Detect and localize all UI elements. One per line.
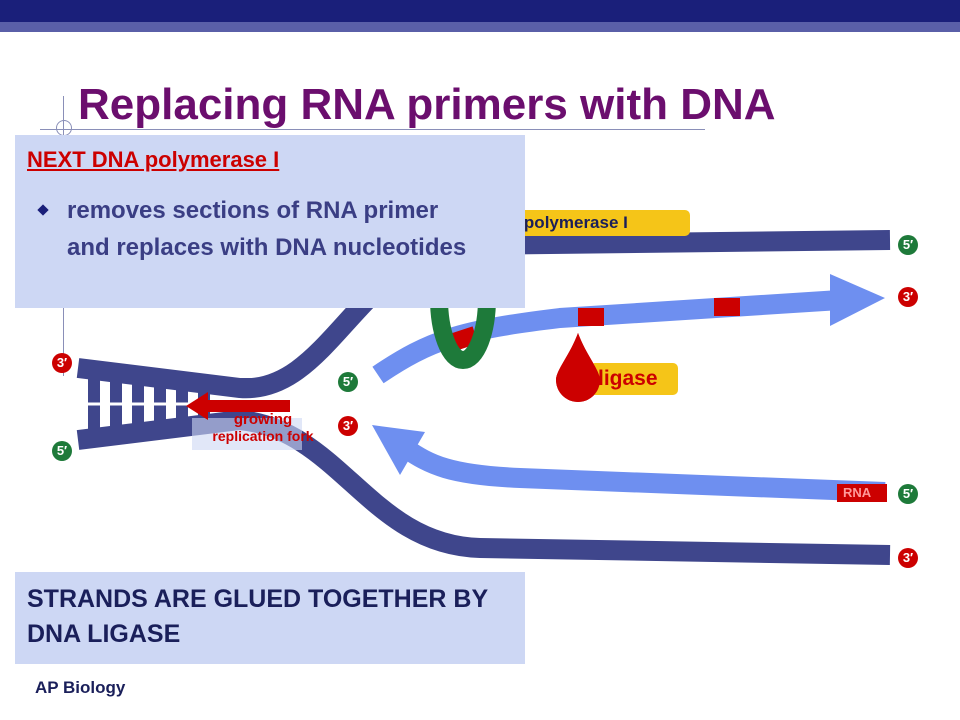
fork-gap — [192, 418, 302, 450]
ligase-drop-icon — [556, 333, 600, 402]
rna-label: RNA — [837, 484, 887, 502]
lagging-arrow-head — [372, 425, 425, 475]
lagging-strand — [399, 439, 886, 502]
base-pair — [240, 378, 252, 392]
info-box: NEXT DNA polymerase I removes sections o… — [15, 135, 525, 308]
end-label: 3′ — [902, 550, 914, 565]
end-badge-lag-left: 3′ — [338, 416, 358, 436]
ligase-label-text: ligase — [598, 367, 658, 390]
footer-label: AP Biology — [35, 678, 126, 697]
top-bar — [0, 0, 960, 22]
growing-arrow-head — [186, 392, 208, 420]
end-badge-upper-right-top: 5′ — [898, 235, 918, 255]
growing-fork-label: growing replication fork — [193, 411, 333, 445]
end-badge-left-bottom: 5′ — [52, 441, 72, 461]
end-badge-bottom-right: 3′ — [898, 548, 918, 568]
growing-label-line2: replication fork — [212, 428, 314, 444]
growing-arrow-shaft — [205, 400, 290, 412]
slide-title: Replacing RNA primers with DNA — [78, 80, 776, 129]
base-pair — [220, 383, 232, 395]
diamond-bullet-icon — [37, 204, 49, 216]
end-label: 5′ — [56, 443, 68, 458]
end-badge-upper-right-lower: 3′ — [898, 287, 918, 307]
info-bullet: removes sections of RNA primer and repla… — [67, 197, 467, 261]
ligase-gap — [714, 298, 740, 316]
top-bar-accent — [0, 22, 960, 32]
ligase-label: ligase — [590, 363, 678, 395]
summary-text: STRANDS ARE GLUED TOGETHER BY DNA LIGASE — [27, 585, 488, 648]
end-label: 3′ — [56, 355, 68, 370]
ligase-drop-overlay — [556, 333, 600, 402]
growing-label-line1: growing — [233, 411, 293, 428]
end-label: 5′ — [902, 237, 914, 252]
end-badge-lag-right: 5′ — [898, 484, 918, 504]
end-label: 3′ — [902, 289, 914, 304]
summary-box: STRANDS ARE GLUED TOGETHER BY DNA LIGASE — [15, 572, 525, 664]
end-label: 3′ — [342, 418, 354, 433]
end-badge-lead-left: 5′ — [338, 372, 358, 392]
ligase-gap — [578, 308, 604, 326]
title-divider — [40, 129, 705, 130]
info-heading: NEXT DNA polymerase I — [27, 147, 280, 172]
end-badge-left-top: 3′ — [52, 353, 72, 373]
rna-label-text: RNA — [843, 485, 872, 500]
leading-arrow-head — [830, 274, 885, 326]
end-label: 5′ — [902, 486, 914, 501]
end-label: 5′ — [342, 374, 354, 389]
